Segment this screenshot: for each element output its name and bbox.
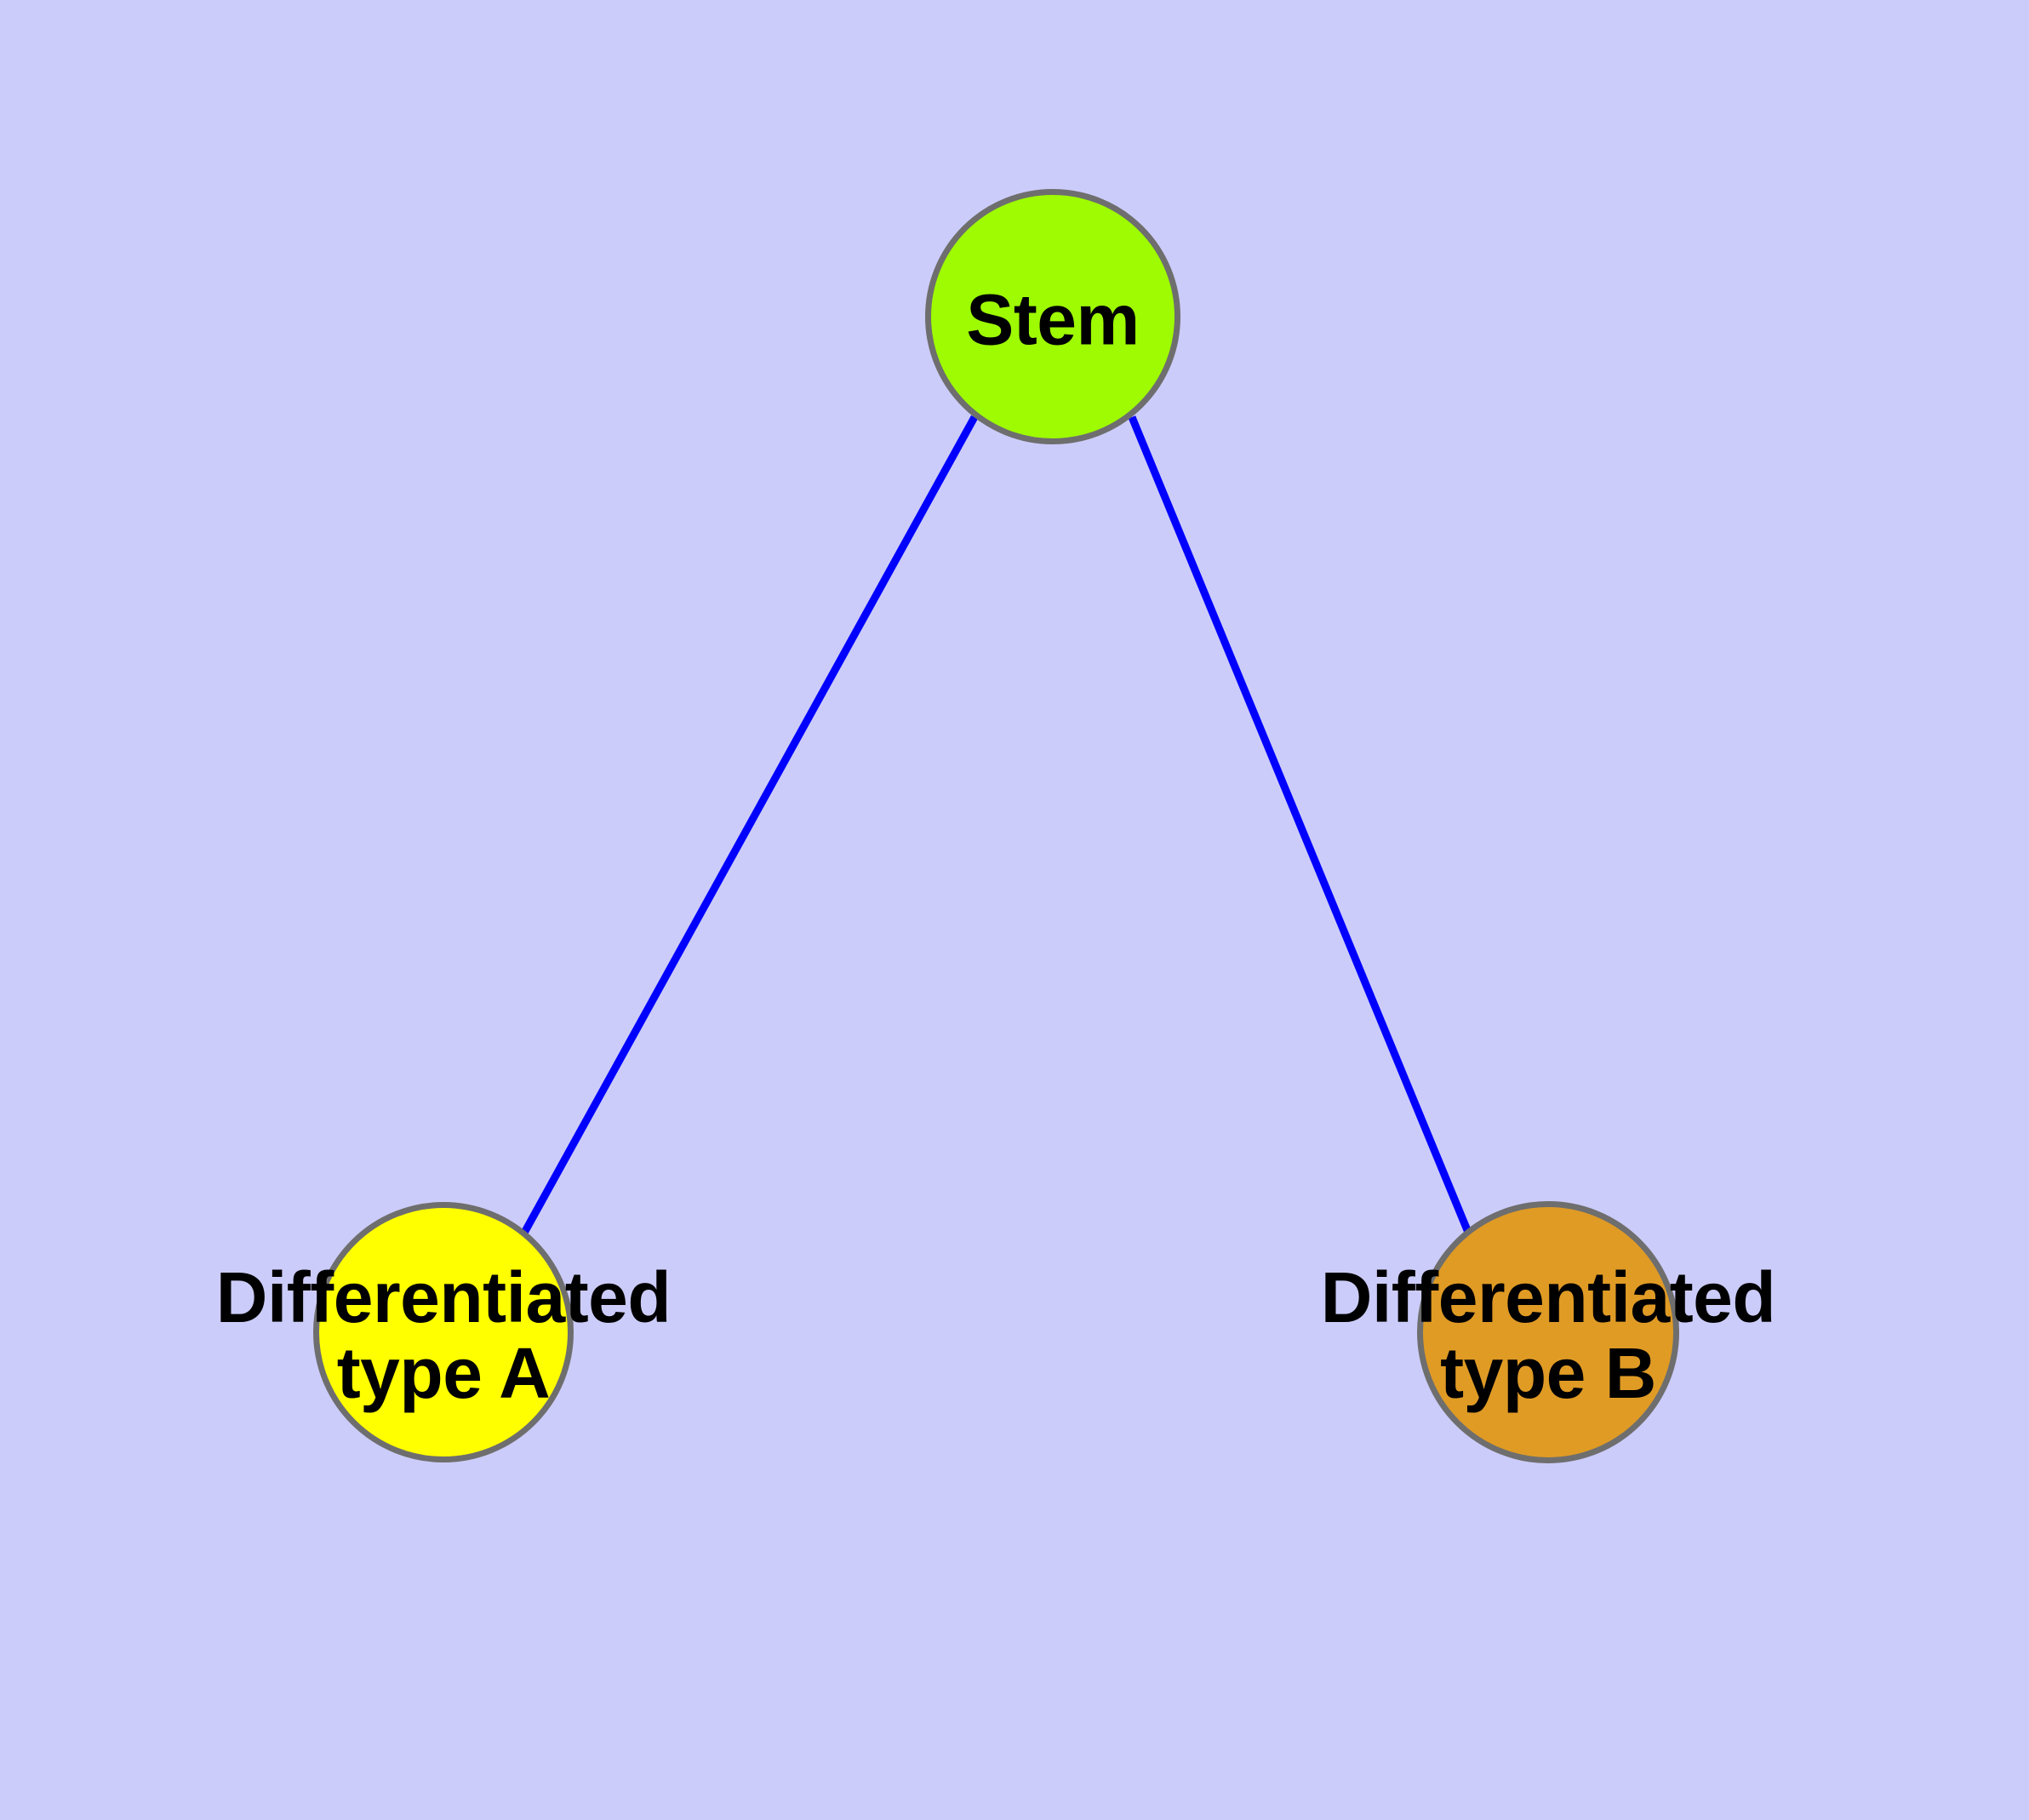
- edge-stem-to-differentiated-type-b: [1128, 415, 1473, 1236]
- node-differentiated-type-b[interactable]: [1417, 1201, 1679, 1463]
- node-stem[interactable]: [925, 189, 1180, 444]
- edge-stem-to-differentiated-type-a: [520, 415, 978, 1237]
- node-differentiated-type-a[interactable]: [313, 1202, 574, 1462]
